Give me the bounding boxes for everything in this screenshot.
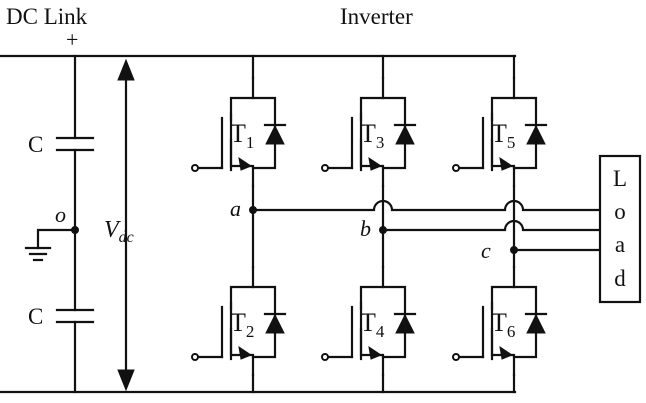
- load-letter-l: L: [613, 166, 627, 191]
- dc-link-title: DC Link: [6, 4, 88, 29]
- dc-link-capacitors: [24, 54, 95, 394]
- capacitor-top-label: C: [28, 132, 43, 157]
- switch-label-t2: T2: [230, 308, 254, 341]
- load-letter-d: d: [614, 266, 626, 291]
- vdc-label: Vdc: [104, 217, 134, 246]
- leg-wiring: [249, 54, 602, 394]
- inverter-title: Inverter: [340, 4, 413, 29]
- vdc-arrow: [117, 58, 135, 392]
- switch-label-t6: T6: [491, 308, 515, 341]
- load-box: [598, 154, 642, 304]
- switch-label-t5: T5: [491, 119, 515, 152]
- switch-label-t1: T1: [230, 119, 254, 152]
- midpoint-label: o: [55, 202, 66, 227]
- capacitor-bottom-label: C: [28, 304, 43, 329]
- node-b-label: b: [360, 216, 371, 241]
- load-letter-a: a: [615, 232, 625, 257]
- load-letter-o: o: [614, 199, 626, 224]
- switch-label-t3: T3: [360, 119, 384, 152]
- plus-sign: +: [66, 27, 78, 52]
- node-a-label: a: [230, 196, 241, 221]
- switch-label-t4: T4: [360, 308, 385, 341]
- node-c-label: c: [481, 238, 491, 263]
